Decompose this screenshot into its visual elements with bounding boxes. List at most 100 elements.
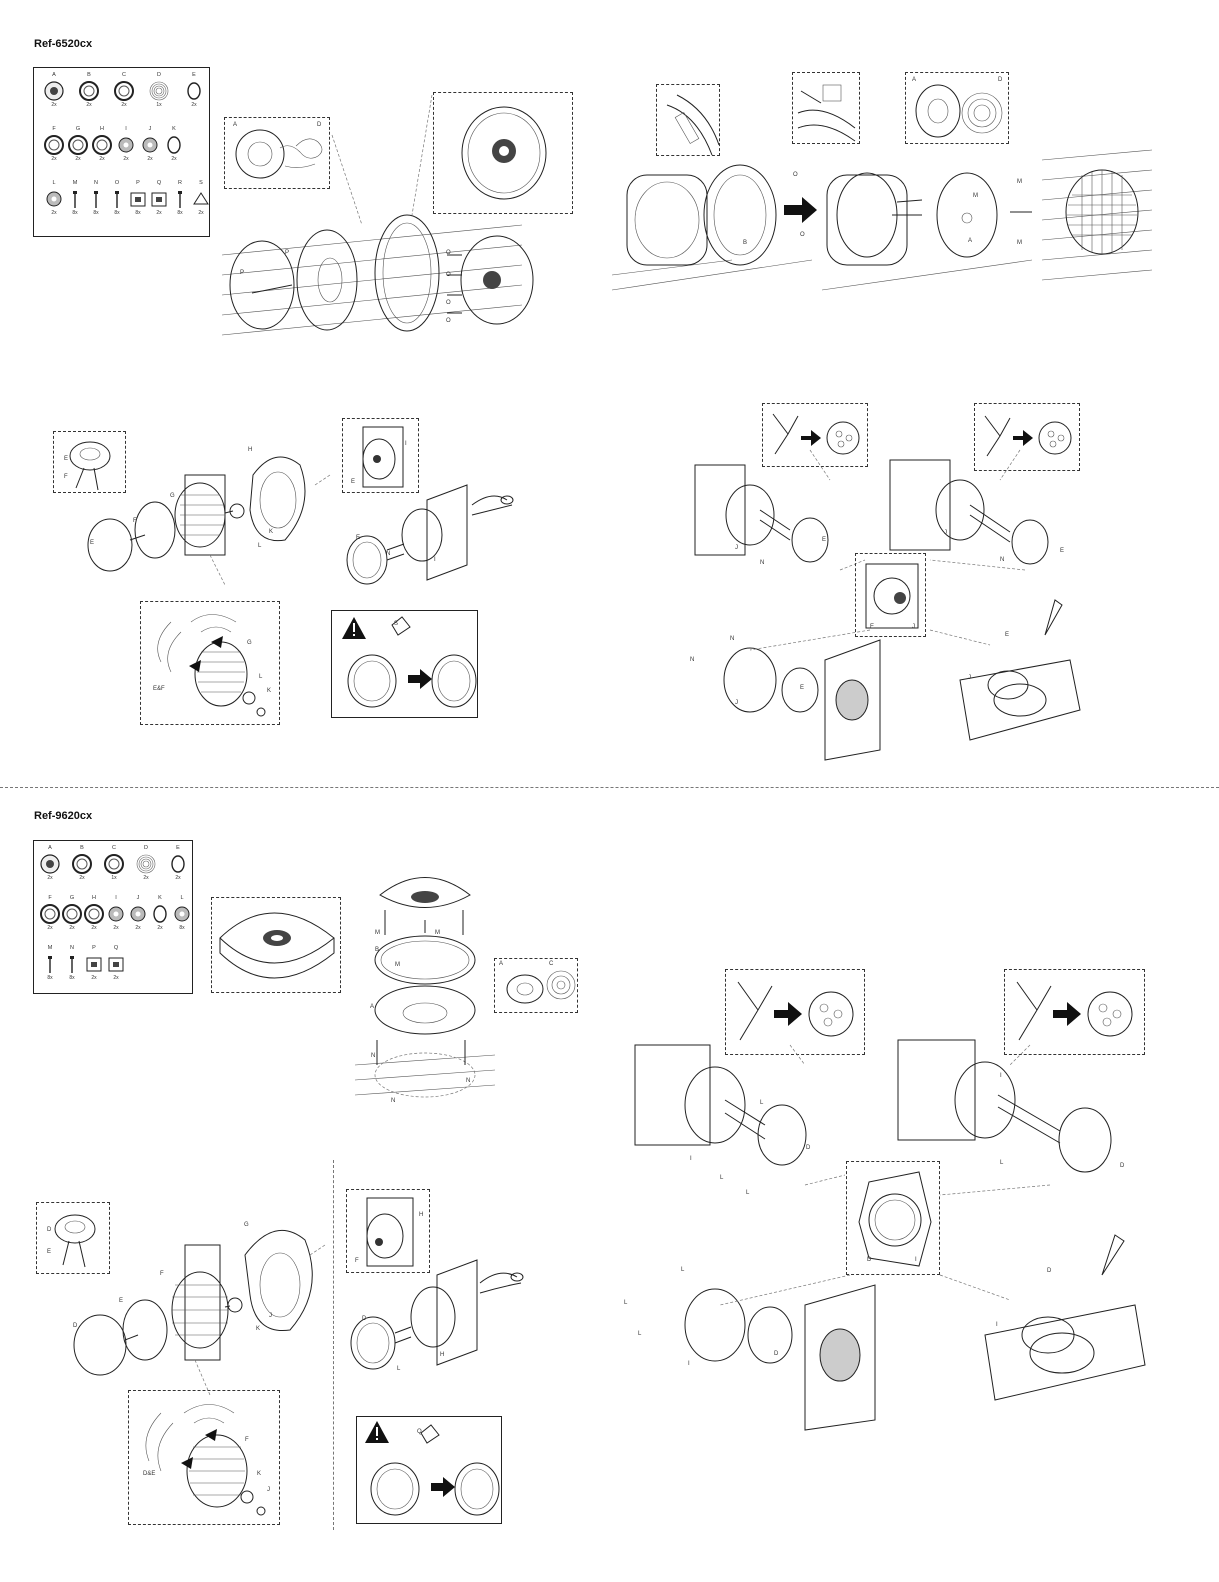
part-i-icon	[118, 137, 134, 153]
tweeter-flush-mount-assembly	[73, 1230, 326, 1396]
callout-e: E	[1005, 632, 1010, 638]
callout-i: I	[915, 1257, 917, 1263]
callout-n: N	[371, 1053, 376, 1059]
callout-m: M	[395, 962, 400, 968]
detail-box-surface-mount: H F	[346, 1189, 430, 1273]
callout-f: F	[160, 1271, 164, 1277]
surface-mount-assembly	[346, 484, 514, 585]
callout-h: H	[248, 447, 253, 453]
part-l-icon	[174, 906, 190, 922]
crossover-mounting-assemblies	[694, 449, 1081, 761]
callout-j: J	[735, 700, 738, 706]
part-k-icon	[167, 136, 181, 154]
tweeter-rotate-drawing	[157, 614, 266, 717]
callout-d: D	[1047, 1268, 1052, 1274]
callout-e: E	[351, 479, 356, 485]
part-d-icon	[136, 854, 156, 874]
callout-l: L	[1000, 1160, 1004, 1166]
part-letter: I	[125, 126, 127, 132]
part-letter: L	[52, 180, 56, 186]
tweeter-detail-drawing	[69, 441, 111, 491]
callout-p: P	[240, 270, 245, 276]
callout-e: E	[870, 624, 875, 630]
part-quantity: 2x	[147, 156, 153, 162]
callout-n: N	[466, 1078, 471, 1084]
part-quantity: 2x	[121, 102, 127, 108]
part-quantity: 2x	[113, 925, 119, 931]
callout-n: N	[391, 1098, 396, 1104]
part-quantity: 2x	[191, 102, 197, 108]
part-quantity: 2x	[157, 925, 163, 931]
callout-a: A	[968, 238, 973, 244]
part-l-icon	[46, 191, 62, 207]
callout-l: L	[259, 674, 263, 680]
part-quantity: 2x	[99, 156, 105, 162]
callout-n: N	[760, 560, 765, 566]
callout-m: M	[435, 930, 440, 936]
tweeter-flush-mount-assembly	[87, 456, 331, 586]
callout-q: Q	[417, 1429, 422, 1435]
detail-box-tweeter: D E	[36, 1202, 110, 1274]
part-letter: F	[52, 126, 56, 132]
callout-a: A	[233, 122, 238, 128]
part-quantity: 2x	[47, 875, 53, 881]
part-letter: C	[112, 845, 116, 851]
callout-i: I	[1000, 1073, 1002, 1079]
callout-l: L	[681, 1267, 685, 1273]
detail-box-tweeter-rotate: E&F G L K	[140, 601, 280, 725]
callout-d: D	[362, 1316, 367, 1322]
part-quantity: 2x	[86, 102, 92, 108]
tweeter-detail-drawing	[54, 1214, 96, 1268]
part-quantity: 2x	[51, 210, 57, 216]
part-letter: B	[87, 72, 91, 78]
coaxial-speaker-drawing	[219, 912, 335, 979]
detail-box-tweeter: E F	[53, 431, 126, 493]
part-quantity: 2x	[51, 102, 57, 108]
part-f-icon	[44, 135, 64, 155]
callout-f: F	[64, 474, 68, 480]
part-quantity: 2x	[198, 210, 204, 216]
callout-d: D	[1120, 1163, 1125, 1169]
model-title-ref-9620cx: Ref-9620cx	[34, 810, 93, 822]
part-quantity: 2x	[69, 925, 75, 931]
callout-j: J	[912, 624, 915, 630]
part-n-icon	[94, 191, 98, 208]
callout-o: O	[446, 250, 451, 256]
part-letter: C	[122, 72, 126, 78]
part-quantity: 2x	[143, 875, 149, 881]
part-c: C 2x	[104, 72, 144, 108]
callout-i: I	[690, 1156, 692, 1162]
part-letter: G	[75, 126, 81, 132]
callout-d: D	[774, 1351, 779, 1357]
part-a: A 2x	[30, 845, 70, 881]
part-l: L 2x	[34, 180, 74, 216]
detail-box-grille	[433, 92, 573, 214]
part-letter: A	[48, 845, 52, 851]
speaker-wire-detail-drawing	[235, 129, 323, 179]
callout-j: J	[968, 675, 971, 681]
part-quantity: 8x	[135, 210, 141, 216]
bracket-clip-drawing	[666, 94, 720, 156]
section-divider	[333, 1160, 334, 1530]
crossover-center-drawing	[858, 1171, 932, 1267]
callout-b: B	[375, 947, 380, 953]
car-door-installation	[611, 149, 1153, 291]
callout-p: P	[285, 250, 290, 256]
part-quantity: 2x	[113, 975, 119, 981]
part-quantity: 2x	[47, 925, 53, 931]
callout-l: L	[258, 543, 262, 549]
part-m-icon	[48, 956, 52, 973]
part-q-icon	[151, 192, 167, 207]
part-quantity: 8x	[179, 925, 185, 931]
part-r-icon	[178, 191, 182, 208]
callout-e: E	[47, 1249, 52, 1255]
